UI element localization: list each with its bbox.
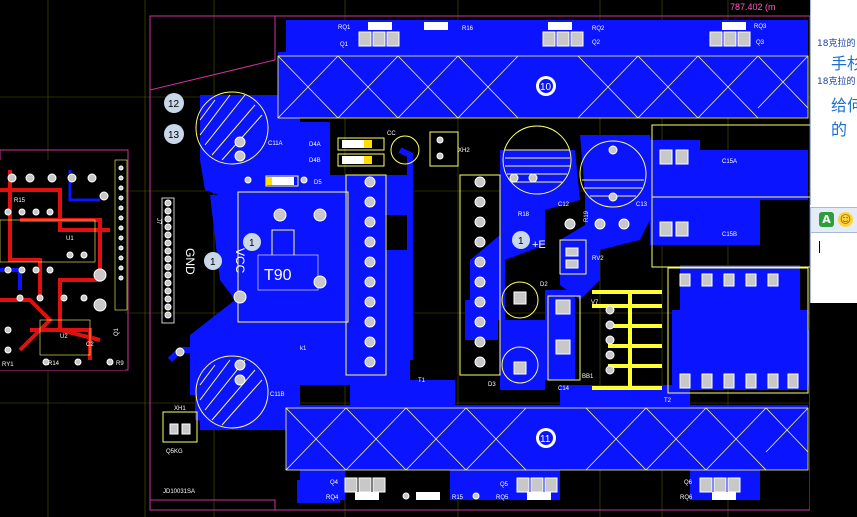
label-rq1: RQ1 [338, 25, 351, 31]
label-c15b: C15B [722, 232, 737, 238]
label-ry1: RY1 [2, 362, 14, 368]
fiducial-1b: 1 [210, 257, 216, 268]
label-d4b: D4B [309, 158, 321, 164]
chat-sender-1: 18克拉的 [817, 39, 856, 49]
chat-message-1: 手杉 [831, 54, 857, 73]
coordinate-readout: 787.402 (m [730, 2, 776, 12]
label-rq6: RQ6 [680, 495, 693, 501]
label-q5: Q5 [500, 482, 509, 488]
transformer-t90 [257, 254, 319, 291]
label-xh2: XH2 [458, 148, 470, 154]
fiducial-1c: 1 [518, 236, 524, 247]
t90-label: T90 [264, 267, 292, 284]
label-d4a: D4A [309, 142, 321, 148]
label-rv2: RV2 [592, 256, 604, 262]
label-r16: R16 [462, 26, 474, 32]
label-d3: D3 [488, 382, 496, 388]
label-bb1: BB1 [582, 374, 594, 380]
emoji-icon[interactable]: ☺ [838, 212, 853, 227]
label-xh1: XH1 [174, 406, 186, 412]
fiducial-13: 13 [168, 130, 180, 141]
chat-sender-2: 18克拉的 [817, 77, 856, 87]
label-q6: Q6 [684, 480, 693, 486]
label-q1: Q1 [340, 42, 349, 48]
gnd-label: GND [183, 248, 197, 275]
label-r15: R15 [452, 495, 464, 501]
label-rq3: RQ3 [754, 24, 767, 30]
chat-input[interactable] [810, 233, 857, 303]
fiducial-10: 10 [540, 82, 552, 93]
chat-panel: 18克拉的 手杉 18克拉的 给何 的 A ☺ [810, 0, 857, 517]
chat-toolbar: A ☺ [810, 207, 857, 233]
board-id-label: JD10031SA [163, 489, 195, 495]
label-rq2: RQ2 [592, 26, 605, 32]
label-rq4: RQ4 [326, 495, 339, 501]
chat-message-2-line1: 给何 [831, 96, 857, 115]
label-k1: k1 [300, 346, 307, 352]
label-q2: Q2 [592, 40, 601, 46]
label-c14: C14 [558, 386, 570, 392]
chat-message-2-line2: 的 [831, 120, 848, 139]
label-t2: T2 [664, 398, 672, 404]
label-cc: CC [387, 131, 396, 137]
vcc-label: VCC [233, 248, 247, 274]
label-r14: R14 [48, 361, 60, 367]
label-c11a: C11A [268, 141, 283, 147]
chat-message-list[interactable]: 18克拉的 手杉 18克拉的 给何 的 [810, 0, 857, 205]
daughter-board [0, 159, 128, 370]
text-caret [819, 241, 820, 253]
pads [169, 31, 799, 500]
heatsink-top [277, 55, 809, 119]
connector-j7 [161, 197, 175, 324]
label-c15a: C15A [722, 159, 737, 165]
label-d2: D2 [540, 282, 548, 288]
font-icon[interactable]: A [819, 212, 834, 227]
label-q1-left: Q1 [114, 327, 120, 336]
fiducial-1a: 1 [249, 238, 255, 249]
label-q3: Q3 [756, 40, 765, 46]
label-c13: C13 [636, 202, 648, 208]
chat-lower-area [810, 303, 857, 517]
label-u2: U2 [60, 334, 68, 340]
fiducials [164, 76, 831, 448]
label-r9: R9 [116, 361, 124, 367]
label-d5: D5 [314, 180, 322, 186]
label-e: +E [532, 239, 546, 251]
label-q5kg: Q5KG [166, 449, 183, 455]
fiducial-11: 11 [540, 434, 551, 445]
label-r19: R19 [584, 210, 590, 222]
label-u1: U1 [66, 236, 74, 242]
label-c11b: C11B [270, 392, 285, 398]
fiducial-12: 12 [168, 99, 180, 110]
label-q4: Q4 [330, 480, 339, 486]
label-c2: C2 [86, 342, 94, 348]
label-r15-left: R15 [14, 198, 26, 204]
label-r18: R18 [518, 212, 530, 218]
label-c12: C12 [558, 202, 570, 208]
label-rq5: RQ5 [496, 495, 509, 501]
heatsink-bottom [285, 407, 809, 471]
label-j7: J7 [155, 218, 161, 225]
label-v7: V7 [591, 300, 599, 306]
label-t1: T1 [418, 378, 426, 384]
connector-v7 [592, 290, 662, 390]
silkscreen [162, 91, 813, 443]
resistors [266, 22, 746, 500]
